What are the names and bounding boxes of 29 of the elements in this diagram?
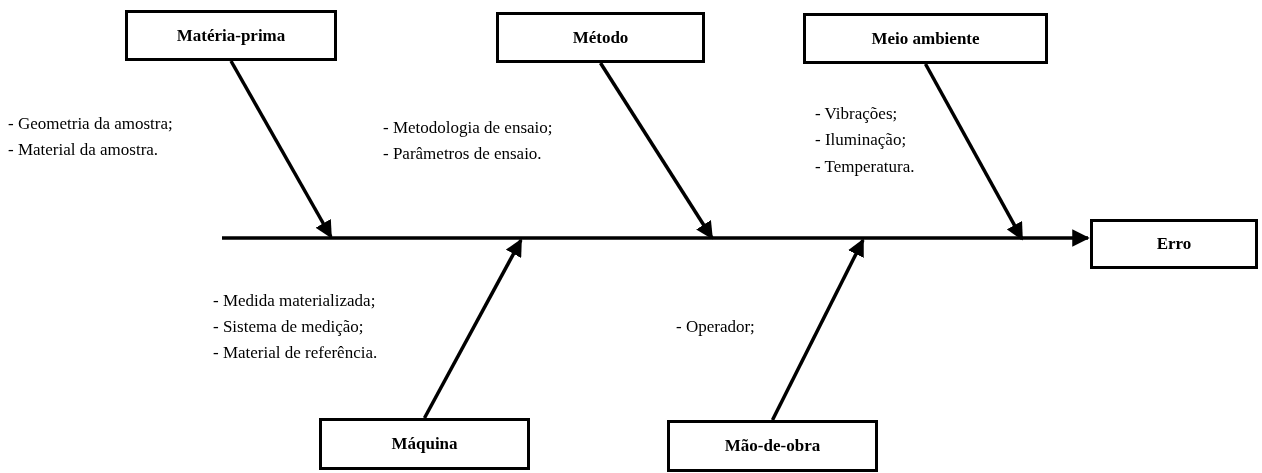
cause-item: - Medida materializada;	[213, 291, 376, 311]
category-box	[496, 12, 705, 63]
cause-item: - Material da amostra.	[8, 140, 159, 160]
bone-arrow	[229, 60, 333, 239]
cause-item: - Operador;	[676, 317, 755, 337]
cause-item: - Material de referência.	[213, 343, 378, 363]
bone-arrow	[599, 62, 714, 240]
category-box	[125, 10, 337, 61]
cause-item: - Geometria da amostra;	[8, 114, 173, 134]
cause-item: - Vibrações;	[815, 104, 898, 124]
cause-item: - Metodologia de ensaio;	[383, 118, 553, 138]
category-label: Erro	[1156, 234, 1192, 254]
category-box	[319, 418, 530, 470]
category-label: Máquina	[391, 434, 458, 454]
category-box	[803, 13, 1048, 64]
bone-arrow	[770, 238, 865, 421]
category-box	[667, 420, 878, 472]
category-label: Matéria-prima	[176, 25, 286, 46]
cause-item: - Temperatura.	[815, 157, 915, 177]
cause-item: - Sistema de medição;	[213, 317, 364, 337]
cause-item: - Iluminação;	[815, 130, 907, 150]
category-label: Método	[572, 27, 629, 48]
category-box	[1090, 219, 1258, 269]
bone-arrow	[923, 63, 1024, 241]
category-label: Mão-de-obra	[724, 436, 821, 456]
category-label: Meio ambiente	[871, 28, 980, 49]
bone-arrow	[422, 238, 523, 419]
spine-arrow	[222, 229, 1090, 247]
cause-item: - Parâmetros de ensaio.	[383, 144, 542, 164]
